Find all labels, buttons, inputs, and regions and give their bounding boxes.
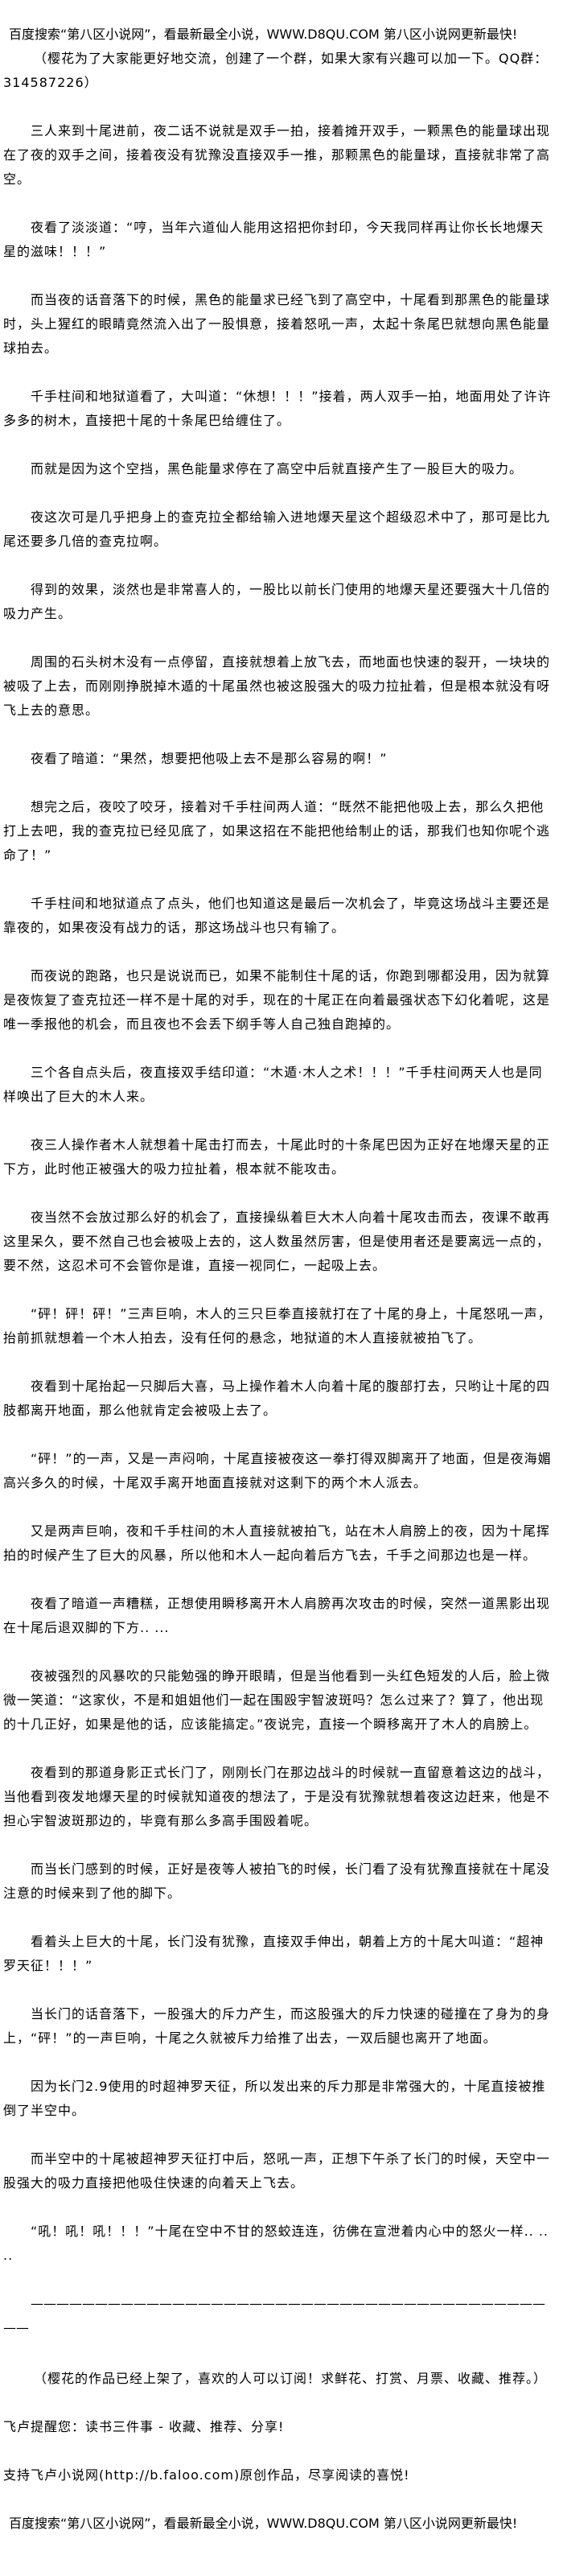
author-note: （樱花的作品已经上架了，喜欢的人可以订阅！求鲜花、打赏、月票、收藏、推荐。） xyxy=(34,2371,548,2386)
faloo-reminder: 飞卢提醒您：读书三件事 - 收藏、推荐、分享! xyxy=(3,2419,285,2434)
paragraph: 夜当然不会放过那么好的机会了，直接操纵着巨大木人向着十尾攻击而去，夜课不敢再这里… xyxy=(3,1210,551,1273)
chapter-body: 三人来到十尾进前，夜二话不说就是双手一拍，接着摊开双手，一颗黑色的能量球出现在了… xyxy=(3,119,552,2340)
paragraph: 周围的石头树木没有一点停留，直接就想着上放飞去，而地面也快速的裂开，一块块的被吸… xyxy=(3,654,551,718)
paragraph: 因为长门2.9使用的时超神罗天征，所以发出来的斥力那是非常强大的，十尾直接被推倒… xyxy=(3,2079,546,2118)
paragraph: 又是两声巨响，夜和千手柱间的木人直接就被拍飞，站在木人肩膀上的夜，因为十尾挥拍的… xyxy=(3,1523,551,1563)
paragraph: 而就是因为这个空挡，黑色能量求停在了高空中后就直接产生了一股巨大的吸力。 xyxy=(31,461,524,476)
paragraph: “吼！吼！吼！！！”十尾在空中不甘的怒蛟连连，彷佛在宣泄着内心中的怒火一样.. … xyxy=(3,2224,549,2263)
paragraph: 三个各自点头后，夜直接双手结印道：“木遁·木人之术！！！”千手柱间两天人也是同样… xyxy=(3,1065,543,1104)
paragraph: 夜被强烈的风暴吹的只能勉强的睁开眼睛，但是当他看到一头红色短发的人后，脸上微微一… xyxy=(3,1668,551,1732)
paragraph: 而半空中的十尾被超神罗天征打中后，怒吼一声，正想下午杀了长门的时候，天空中一股强… xyxy=(3,2151,551,2191)
paragraph: 得到的效果，淡然也是非常喜人的，一股比以前长门使用的地爆天星还要强大十几倍的吸力… xyxy=(3,582,551,621)
paragraph: 看着头上巨大的十尾，长门没有犹豫，直接双手伸出，朝着上方的十尾大叫道：“超神罗天… xyxy=(3,1934,545,1973)
paragraph: 而夜说的跑路，也只是说说而已，如果不能制住十尾的话，你跑到哪都没用，因为就算是夜… xyxy=(3,968,551,1032)
paragraph: “砰！”的一声，又是一声闷响，十尾直接被夜这一拳打得双脚离开了地面，但是夜海媚高… xyxy=(3,1451,552,1490)
paragraph: 夜看了暗道一声糟糕，正想使用瞬移离开木人肩膀再次攻击的时候，突然一道黑影出现在十… xyxy=(3,1596,551,1635)
paragraph: 千手柱间和地狱道点了点头，他们也知道这是最后一次机会了，毕竟这场战斗主要还是靠夜… xyxy=(3,896,551,935)
paragraph: 夜看到的那道身影正式长门了，刚刚长门在那边战斗的时候就一直留意着这边的战斗，当他… xyxy=(3,1765,551,1828)
qq-group-note: （樱花为了大家能更好地交流，创建了一个群，如果大家有兴趣可以加一下。QQ群：31… xyxy=(3,51,549,90)
site-ad-header: 百度搜索“第八区小说网”，看最新最全小说，WWW.D8QU.COM 第八区小说网… xyxy=(9,27,518,42)
paragraph: 想完之后，夜咬了咬牙，接着对千手柱间两人道：“既然不能把他吸上去，那么久把他打上… xyxy=(3,799,551,863)
paragraph: 夜三人操作者木人就想着十尾击打而去，十尾此时的十条尾巴因为正好在地爆天星的正下方… xyxy=(3,1137,551,1177)
paragraph: 三人来到十尾进前，夜二话不说就是双手一拍，接着摊开双手，一颗黑色的能量球出现在了… xyxy=(3,123,551,187)
paragraph: 当长门的话音落下，一股强大的斥力产生，而这股强大的斥力快速的碰撞在了身为的身上，… xyxy=(3,2006,551,2046)
chapter-footer: （樱花的作品已经上架了，喜欢的人可以订阅！求鲜花、打赏、月票、收藏、推荐。） 飞… xyxy=(3,2367,552,2536)
paragraph: 夜这次可是几乎把身上的查克拉全都给输入进地爆天星这个超级忍术中了，那可是比九尾还… xyxy=(3,509,551,549)
paragraph: 而当夜的话音落下的时候，黑色的能量求已经飞到了高空中，十尾看到那黑色的能量球时，… xyxy=(3,292,551,356)
dash-divider: ————————————————————————————————————————… xyxy=(3,2296,545,2335)
faloo-support: 支持飞卢小说网(http://b.faloo.com)原创作品，尽享阅读的喜悦! xyxy=(3,2467,410,2483)
paragraph: 夜看了暗道：“果然，想要把他吸上去不是那么容易的啊！” xyxy=(31,751,388,766)
paragraph: “砰！砰！砰！”三声巨响，木人的三只巨拳直接就打在了十尾的身上，十尾怒吼一声，抬… xyxy=(3,1306,552,1346)
paragraph: 千手柱间和地狱道看了，大叫道：“休想！！！”接着，两人双手一拍，地面用处了许许多… xyxy=(3,389,552,428)
paragraph: 夜看了淡淡道：“哼，当年六道仙人能用这招把你封印，今天我同样再让你长长地爆天星的… xyxy=(3,220,545,259)
paragraph: 而当长门感到的时候，正好是夜等人被拍飞的时候，长门看了没有犹豫直接就在十尾没注意… xyxy=(3,1861,551,1901)
site-ad-footer: 百度搜索“第八区小说网”，看最新最全小说，WWW.D8QU.COM 第八区小说网… xyxy=(9,2516,518,2531)
paragraph: 夜看到十尾抬起一只脚后大喜，马上操作着木人向着十尾的腹部打去，只哟让十尾的四肢都… xyxy=(3,1379,551,1418)
